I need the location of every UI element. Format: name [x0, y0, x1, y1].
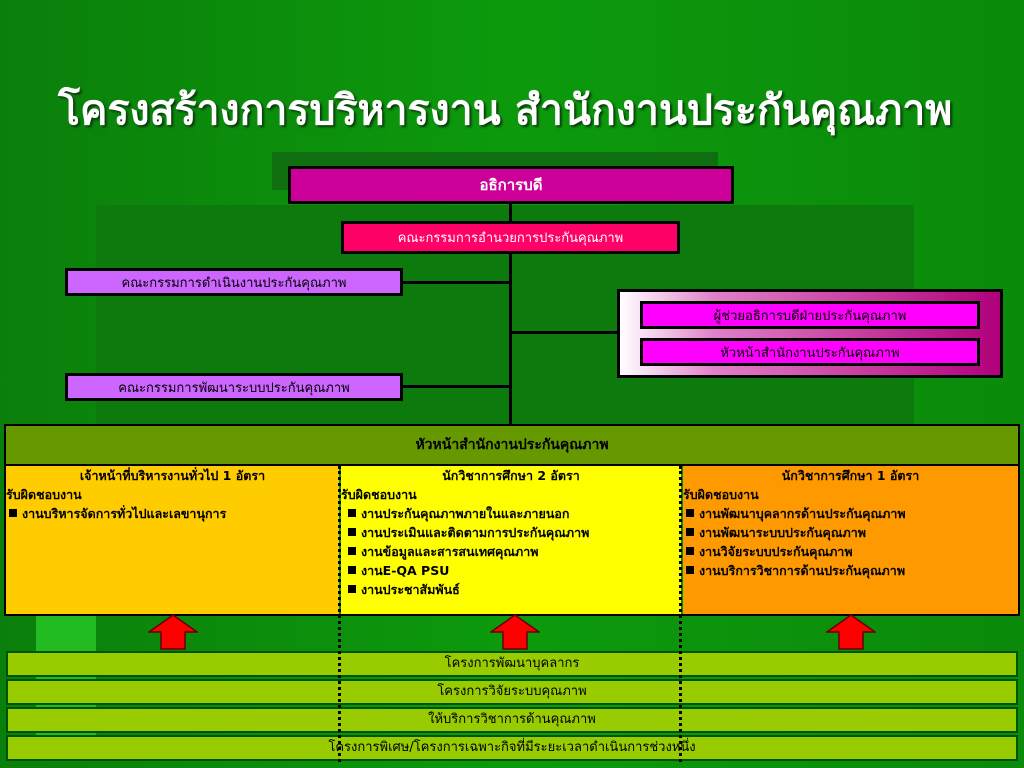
list-item: งานวิจัยระบบประกันคุณภาพ [683, 542, 1018, 561]
project-bar: โครงการพิเศษ/โครงการเฉพาะกิจที่มีระยะเวล… [6, 735, 1018, 761]
operating-committee-box: คณะกรรมการดำเนินงานประกันคุณภาพ [65, 268, 403, 296]
up-arrow-icon [148, 614, 198, 650]
project-bar: โครงการพัฒนาบุคลากร [6, 651, 1018, 677]
development-committee-box: คณะกรรมการพัฒนาระบบประกันคุณภาพ [65, 373, 403, 401]
up-arrow-icon [826, 614, 876, 650]
list-item: งานพัฒนาบุคลากรด้านประกันคุณภาพ [683, 504, 1018, 523]
column-academic-2: นักวิชาการศึกษา 2 อัตรา รับผิดชอบงาน งาน… [341, 466, 681, 614]
assistant-president-box: ผู้ช่วยอธิการบดีฝ่ายประกันคุณภาพ [640, 301, 980, 329]
project-bar: ให้บริการวิชาการด้านคุณภาพ [6, 707, 1018, 733]
column-resp: รับผิดชอบงาน [683, 487, 759, 502]
office-head-bar: หัวหน้าสำนักงานประกันคุณภาพ [4, 424, 1020, 466]
list-item: งานประเมินและติดตามการประกันคุณภาพ [345, 523, 681, 542]
up-arrow-icon [490, 614, 540, 650]
column-head: เจ้าหน้าที่บริหารงานทั่วไป 1 อัตรา [79, 468, 266, 483]
connector-operating [400, 281, 512, 284]
connector-development [400, 385, 512, 388]
column-resp: รับผิดชอบงาน [6, 487, 82, 502]
list-item: งานบริการวิชาการด้านประกันคุณภาพ [683, 561, 1018, 580]
connector-assistant [510, 331, 620, 334]
quality-board-box: คณะกรรมการอำนวยการประกันคุณภาพ [341, 221, 680, 254]
office-head-right-box: หัวหน้าสำนักงานประกันคุณภาพ [640, 338, 980, 366]
column-resp: รับผิดชอบงาน [341, 487, 417, 502]
list-item: งานบริหารจัดการทั่วไปและเลขานุการ [6, 504, 339, 523]
column-divider [679, 466, 682, 762]
list-item: งานE-QA PSU [345, 561, 681, 580]
list-item: งานพัฒนาระบบประกันคุณภาพ [683, 523, 1018, 542]
project-bar: โครงการวิจัยระบบคุณภาพ [6, 679, 1018, 705]
column-divider [338, 466, 341, 762]
list-item: งานประกันคุณภาพภายในและภายนอก [345, 504, 681, 523]
main-connector [509, 202, 512, 426]
column-head: นักวิชาการศึกษา 2 อัตรา [442, 468, 580, 483]
director-box: อธิการบดี [288, 166, 734, 204]
column-general-staff: เจ้าหน้าที่บริหารงานทั่วไป 1 อัตรา รับผิ… [6, 466, 339, 614]
column-head: นักวิชาการศึกษา 1 อัตรา [781, 468, 920, 483]
list-item: งานข้อมูลและสารสนเทศคุณภาพ [345, 542, 681, 561]
column-academic-1: นักวิชาการศึกษา 1 อัตรา รับผิดชอบงาน งาน… [683, 466, 1018, 614]
list-item: งานประชาสัมพันธ์ [345, 580, 681, 599]
page-title: โครงสร้างการบริหารงาน สำนักงานประกันคุณภ… [58, 86, 953, 134]
